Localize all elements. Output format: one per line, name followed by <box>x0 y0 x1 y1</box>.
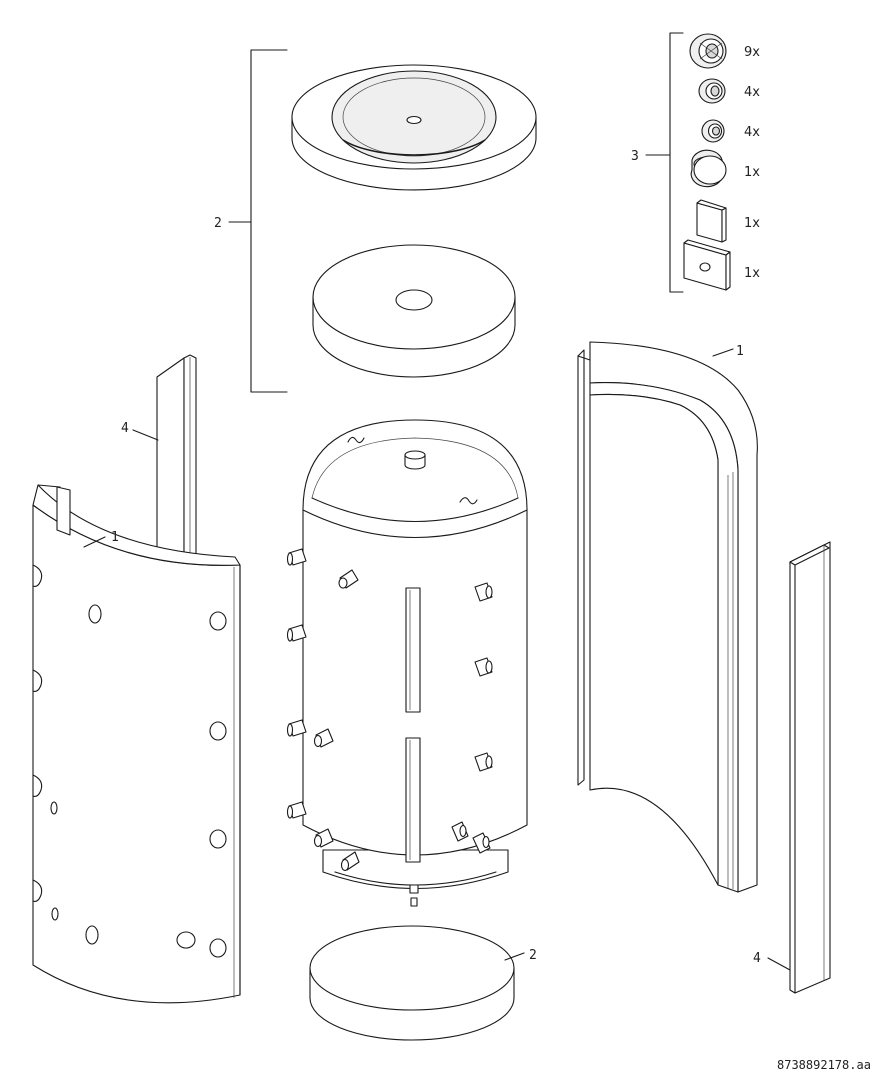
top-insulation-disc <box>312 244 516 378</box>
small-rosette-icon <box>701 119 725 143</box>
left-cover-strip <box>156 354 197 567</box>
top-insulation-ring <box>291 64 537 191</box>
label-1-left: 1 <box>111 530 119 545</box>
right-insulation-shell <box>577 341 758 893</box>
accessory-qty-2: 4x <box>744 85 760 100</box>
storage-tank <box>286 419 528 907</box>
accessory-qty-6: 1x <box>744 266 760 281</box>
label-4-left: 4 <box>121 421 129 436</box>
bracket-item-2 <box>228 49 288 393</box>
label-1-right: 1 <box>736 344 744 359</box>
left-insulation-shell <box>32 484 241 1004</box>
large-rosette-icon <box>689 33 727 69</box>
cap-icon <box>690 149 727 188</box>
leader-2-bottom <box>504 952 525 961</box>
right-cover-strip <box>789 541 831 994</box>
label-3: 3 <box>631 149 639 164</box>
label-2-top: 2 <box>214 216 222 231</box>
bottom-insulation-disc <box>309 925 515 1041</box>
leader-1-right <box>712 348 734 357</box>
tank-nozzles <box>286 548 493 872</box>
bracket-plate-icon <box>696 199 727 243</box>
accessory-qty-3: 4x <box>744 125 760 140</box>
leader-4-left <box>132 429 159 441</box>
label-4-right: 4 <box>753 951 761 966</box>
accessory-qty-5: 1x <box>744 216 760 231</box>
bracket-item-3 <box>645 32 684 293</box>
label-2-bottom: 2 <box>529 948 537 963</box>
document-code: 8738892178.aa <box>777 1058 871 1072</box>
accessory-qty-1: 9x <box>744 45 760 60</box>
medium-rosette-icon <box>698 78 726 104</box>
leader-1-left <box>83 536 106 548</box>
leader-4-right <box>767 957 791 971</box>
accessory-qty-4: 1x <box>744 165 760 180</box>
mounting-plate-icon <box>683 239 731 291</box>
